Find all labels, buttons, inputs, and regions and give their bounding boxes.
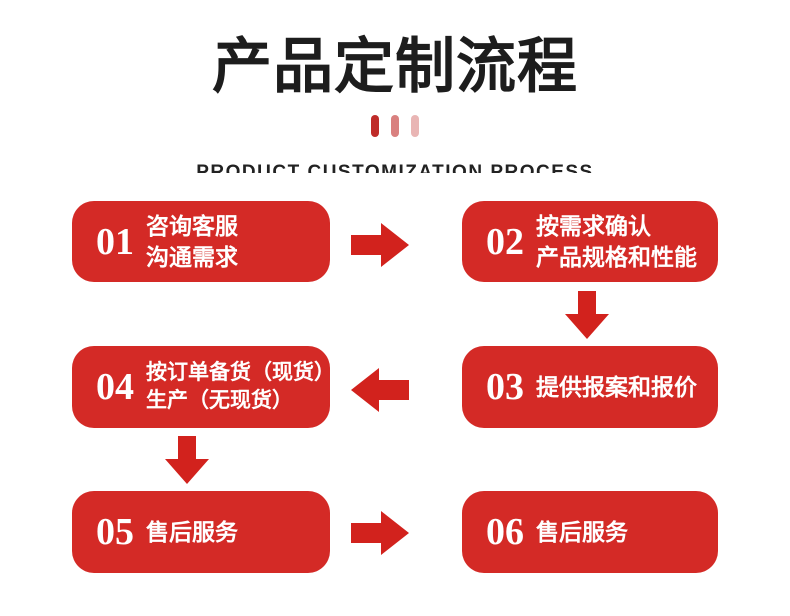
step-label: 售后服务 (146, 517, 238, 547)
accent-bar-2 (391, 115, 399, 137)
step-label-line1: 按需求确认 (536, 213, 651, 240)
step-label-line1: 售后服务 (146, 518, 238, 545)
step-box-05: 05 售后服务 (72, 491, 330, 573)
arrow-down-step2-to-step3 (565, 291, 609, 339)
step-label-line2: 产品规格和性能 (536, 243, 697, 270)
step-label: 售后服务 (536, 517, 628, 547)
step-label-line1: 售后服务 (536, 518, 628, 545)
step-label-line1: 咨询客服 (146, 213, 238, 240)
step-label-line1: 按订单备货（现货） (146, 361, 335, 385)
step-box-03: 03 提供报案和报价 (462, 346, 718, 428)
step-label: 提供报案和报价 (536, 372, 697, 402)
step-number: 05 (96, 511, 134, 553)
step-label-line1: 提供报案和报价 (536, 373, 697, 400)
step-label-line2: 沟通需求 (146, 243, 238, 270)
step-number: 06 (486, 511, 524, 553)
step-label: 咨询客服 沟通需求 (146, 211, 238, 272)
step-box-01: 01 咨询客服 沟通需求 (72, 201, 330, 282)
accent-bar-3 (411, 115, 419, 137)
step-box-06: 06 售后服务 (462, 491, 718, 573)
step-number: 01 (96, 220, 134, 263)
step-box-04: 04 按订单备货（现货） 生产（无现货） (72, 346, 335, 428)
arrow-right-step1-to-step2 (351, 223, 409, 267)
subtitle-clipped: PRODUCT CUSTOMIZATION PROCESS (0, 163, 790, 173)
step-number: 04 (96, 366, 134, 408)
step-number: 02 (486, 220, 524, 263)
arrow-down-step4-to-step5 (165, 436, 209, 484)
arrow-left-step3-to-step4 (351, 368, 409, 412)
page-title: 产品定制流程 (212, 33, 578, 100)
step-label-line2: 生产（无现货） (146, 389, 293, 412)
subtitle-text: PRODUCT CUSTOMIZATION PROCESS (196, 163, 593, 173)
arrow-right-step5-to-step6 (351, 511, 409, 555)
title-accent-bars (371, 115, 419, 137)
accent-bar-1 (371, 115, 379, 137)
step-number: 03 (486, 366, 524, 408)
step-label: 按订单备货（现货） 生产（无现货） (146, 359, 335, 414)
step-box-02: 02 按需求确认 产品规格和性能 (462, 201, 718, 282)
step-label: 按需求确认 产品规格和性能 (536, 211, 697, 272)
